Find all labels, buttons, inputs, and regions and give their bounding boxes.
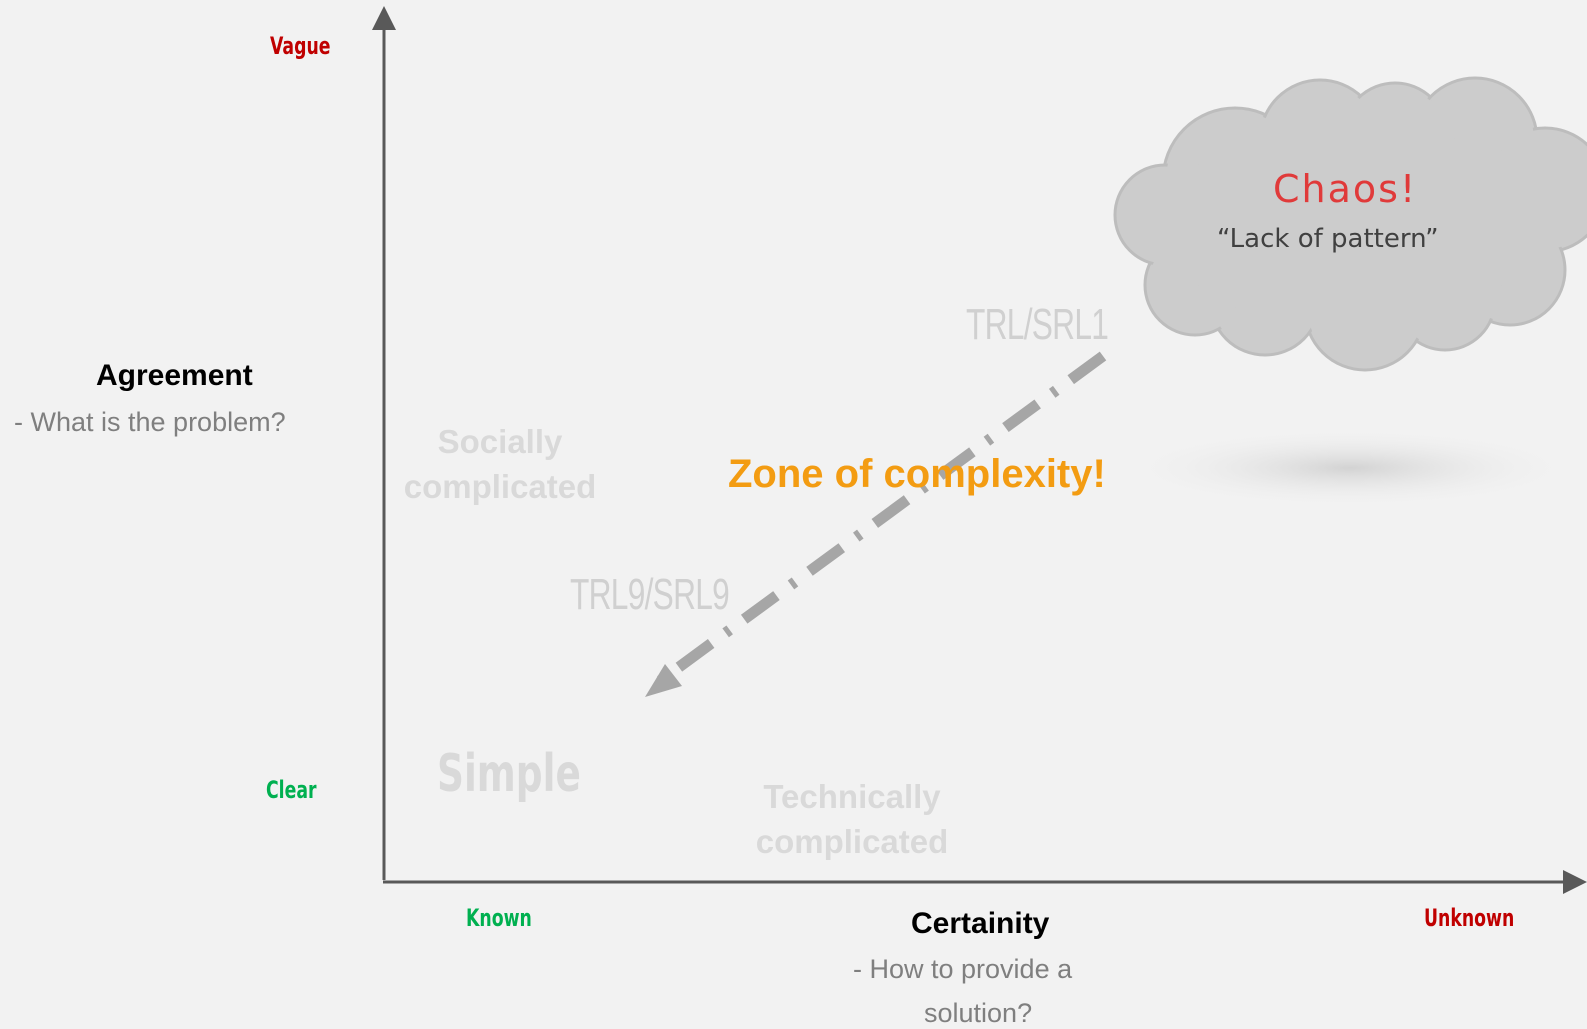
x-axis-left-label: Known xyxy=(466,904,532,932)
x-axis-question-line2: solution? xyxy=(924,998,1033,1028)
chaos-title: Chaos! xyxy=(1273,167,1418,211)
chaos-subtitle: “Lack of pattern” xyxy=(1217,224,1439,254)
zone-of-complexity-label: Zone of complexity! xyxy=(728,452,1106,496)
region-socially-complicated: Socially complicated xyxy=(400,419,600,509)
x-axis-right-label: Unknown xyxy=(1424,904,1515,932)
y-axis-bottom-label: Clear xyxy=(266,776,317,804)
y-axis-title: Agreement xyxy=(96,359,253,392)
y-axis-arrow-icon xyxy=(372,6,396,30)
x-axis-arrow-icon xyxy=(1563,870,1587,894)
region-socially-line1: Socially xyxy=(437,423,563,460)
y-axis-top-label: Vague xyxy=(270,32,331,60)
chaos-cloud-fill xyxy=(1118,81,1587,367)
x-axis xyxy=(383,870,1587,894)
readiness-start-label: TRL/SRL1 xyxy=(966,300,1109,349)
y-axis-question: - What is the problem? xyxy=(14,407,286,437)
region-simple: Simple xyxy=(437,744,581,804)
region-technically-complicated: Technically complicated xyxy=(752,774,952,864)
x-axis-question-line1: - How to provide a xyxy=(853,954,1073,984)
cloud-shadow xyxy=(1120,428,1580,508)
region-technically-line1: Technically xyxy=(763,778,941,815)
readiness-arrow xyxy=(645,351,1107,697)
x-axis-title: Certainity xyxy=(911,907,1050,940)
y-axis xyxy=(372,6,396,880)
region-socially-line2: complicated xyxy=(403,468,597,505)
readiness-arrowhead-icon xyxy=(645,664,682,697)
region-technically-line2: complicated xyxy=(755,823,949,860)
readiness-end-label: TRL9/SRL9 xyxy=(570,570,730,619)
